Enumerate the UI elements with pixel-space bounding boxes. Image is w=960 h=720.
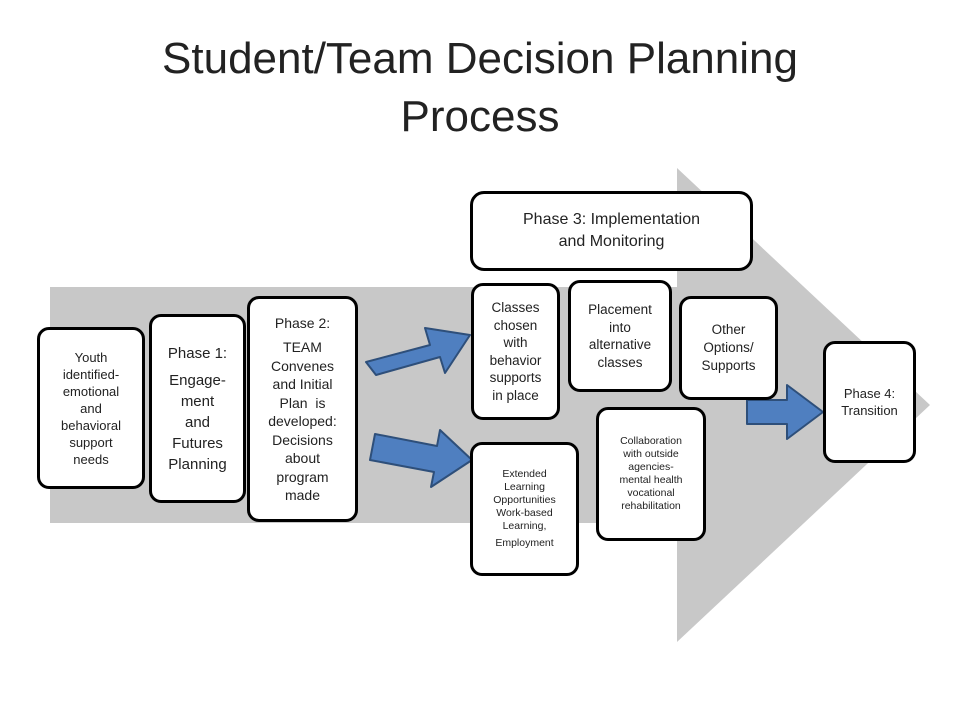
box-line: ment [180,392,215,410]
box-line: Planning [168,455,227,473]
phase-3-box: Phase 3: Implementation and Monitoring [470,191,753,271]
box-line: supports [489,370,542,385]
arrow-to-classes [365,327,471,376]
box-line: program [276,468,329,485]
box-line: vocational [627,487,675,499]
box-line: behavior [489,352,542,368]
arrow-to-extended [369,429,473,488]
box-line: Placement [588,302,652,317]
extended-learning-box: Extended Learning Opportunities Work-bas… [470,442,579,576]
box-line: Decisions [272,431,333,448]
box-line: mental health [619,474,683,486]
box-line: support [69,434,113,450]
box-line: in place [492,387,539,403]
title-line-2: Process [400,92,560,141]
box-line: and [80,400,102,416]
box-line: behavioral [61,417,121,433]
box-line: and Monitoring [558,233,665,250]
box-line: Phase 3: Implementation [523,211,700,228]
box-line: TEAM [283,339,322,355]
box-line: Engage- [169,371,226,389]
box-line: Other [711,322,746,337]
box-line: Work-based [496,507,553,519]
box-line: Youth [74,349,108,365]
box-line: Options/ [703,340,754,355]
phase-1-heading: Phase 1: [167,344,228,362]
box-line: Supports [701,358,756,373]
box-line: developed: [268,413,337,429]
box-line: rehabilitation [621,500,681,512]
box-line: Futures [172,434,223,452]
box-line: and Initial [272,376,333,392]
phase-2-heading: Phase 2: [274,314,331,331]
box-line: Convenes [270,357,335,374]
box-line: made [284,487,321,503]
classes-chosen-box: Classes chosen with behavior supports in… [471,283,560,420]
page-title: Student/Team Decision Planning Process [0,30,960,146]
box-line: into [609,319,631,335]
box-line: and [184,413,211,431]
arrow-to-transition [746,384,824,440]
box-line: Opportunities [493,494,556,506]
box-line: Collaboration [620,435,682,447]
box-line: Extended [502,468,547,480]
box-line: Employment [495,537,554,549]
phase-1-box: Phase 1: Engage- ment and Futures Planni… [149,314,246,503]
box-line: with [503,335,528,350]
box-line: agencies- [628,461,674,473]
box-line: Learning, [502,520,547,532]
box-line: Plan is [279,394,326,411]
collaboration-box: Collaboration with outside agencies- men… [596,407,706,541]
box-line: Phase 4: [843,386,896,401]
box-line: Classes [491,300,540,315]
box-line: with outside [623,448,679,460]
box-line: Learning [504,481,545,493]
box-line: emotional [62,383,120,399]
placement-box: Placement into alternative classes [568,280,672,392]
youth-identified-box: Youth identified- emotional and behavior… [37,327,145,489]
phase-2-box: Phase 2: TEAM Convenes and Initial Plan … [247,296,358,522]
box-line: identified- [62,366,120,382]
other-options-box: Other Options/ Supports [679,296,778,400]
box-line: about [284,450,321,466]
box-line: Transition [841,403,898,418]
box-line: chosen [493,317,538,333]
box-line: classes [597,354,643,370]
box-line: alternative [588,337,652,352]
title-line-1: Student/Team Decision Planning [162,34,798,83]
box-line: needs [73,451,109,467]
phase-4-box: Phase 4: Transition [823,341,916,463]
